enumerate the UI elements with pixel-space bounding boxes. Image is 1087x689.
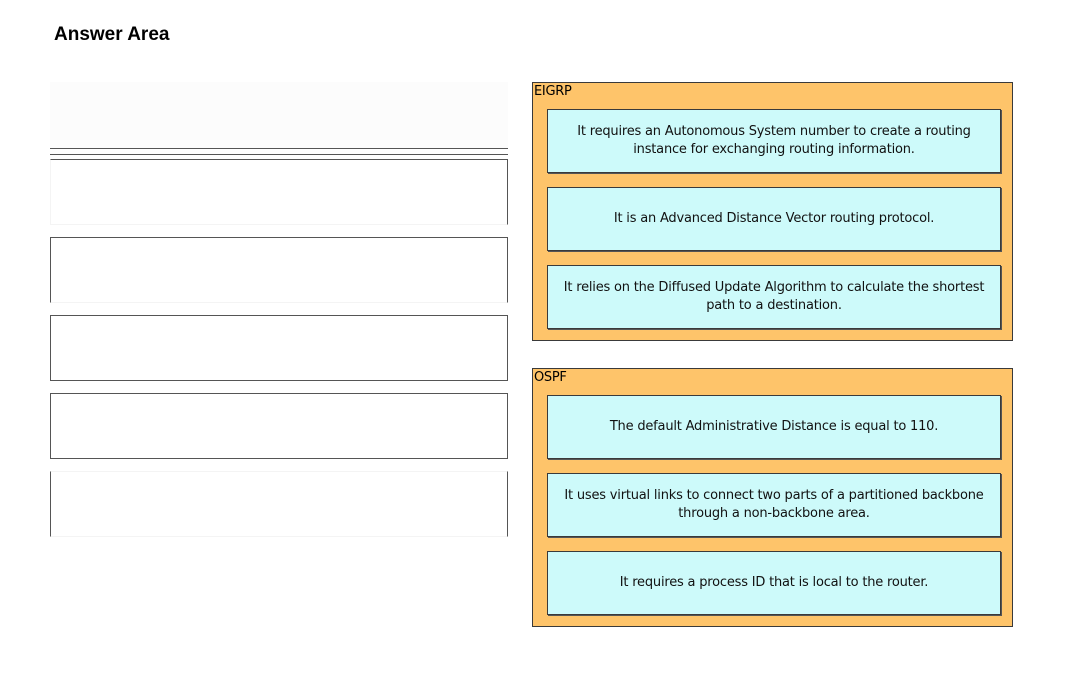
- drop-slot-2[interactable]: [50, 237, 508, 303]
- ospf-group: OSPF The default Administrative Distance…: [532, 368, 1013, 627]
- drop-slot-4[interactable]: [50, 393, 508, 459]
- ospf-group-label: OSPF: [534, 370, 567, 385]
- eigrp-item-dual-algorithm[interactable]: It relies on the Diffused Update Algorit…: [547, 265, 1001, 329]
- eigrp-item-autonomous-system[interactable]: It requires an Autonomous System number …: [547, 109, 1001, 173]
- drop-slot-3[interactable]: [50, 315, 508, 381]
- source-header-area: [50, 82, 508, 149]
- ospf-item-administrative-distance[interactable]: The default Administrative Distance is e…: [547, 395, 1001, 459]
- drop-slot-1[interactable]: [50, 159, 508, 225]
- eigrp-item-advanced-distance-vector[interactable]: It is an Advanced Distance Vector routin…: [547, 187, 1001, 251]
- ospf-item-process-id[interactable]: It requires a process ID that is local t…: [547, 551, 1001, 615]
- source-divider: [50, 154, 508, 155]
- eigrp-group: EIGRP It requires an Autonomous System n…: [532, 82, 1013, 341]
- eigrp-group-label: EIGRP: [534, 84, 572, 99]
- ospf-item-virtual-links[interactable]: It uses virtual links to connect two par…: [547, 473, 1001, 537]
- drop-slot-5[interactable]: [50, 471, 508, 537]
- answer-area-title: Answer Area: [54, 24, 170, 45]
